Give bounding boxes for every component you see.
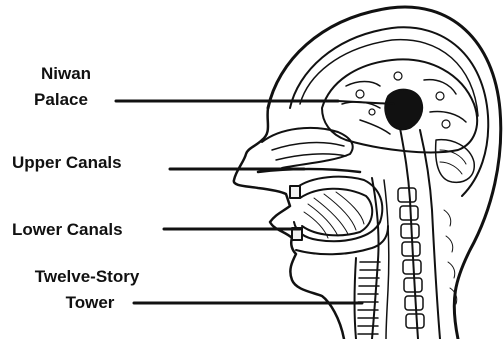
pharynx — [372, 178, 379, 339]
upper-canals-label: Upper Canals — [12, 153, 122, 172]
tongue — [300, 189, 372, 236]
twelve-story-tower-label-line1: Twelve-Story — [35, 267, 140, 286]
niwan-palace-label-line2: Palace — [34, 90, 88, 109]
twelve-story-tower-label-line2: Tower — [66, 293, 115, 312]
niwan-palace-ventricle — [385, 89, 422, 129]
oral-cavity — [294, 177, 382, 241]
head-illustration — [234, 7, 501, 339]
brainstem — [400, 128, 418, 339]
lower-canals-label: Lower Canals — [12, 220, 123, 239]
niwan-palace-label-line1: Niwan — [41, 64, 91, 83]
nasal-cavity — [262, 128, 353, 168]
cerebellum — [436, 140, 475, 183]
leader-lines — [116, 101, 394, 303]
